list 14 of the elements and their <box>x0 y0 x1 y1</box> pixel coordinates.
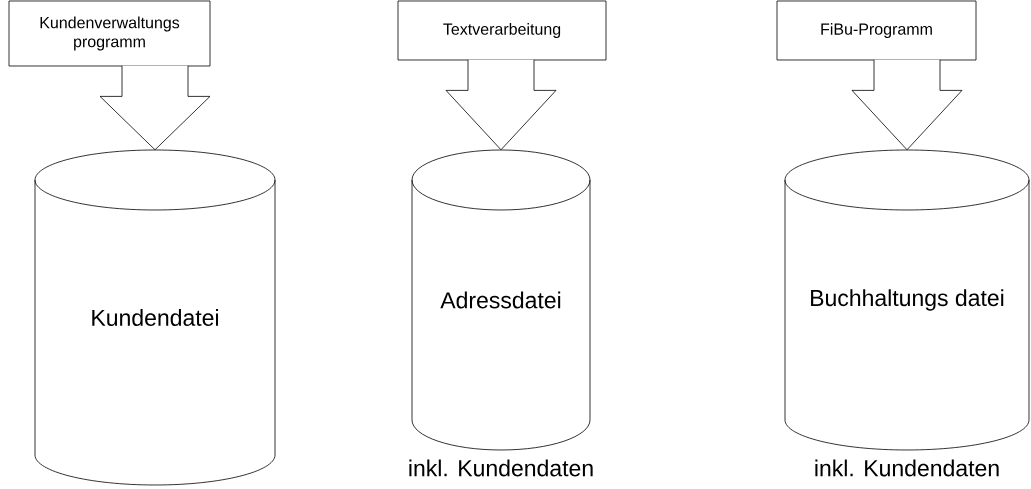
node-label: Adressdatei <box>440 291 561 309</box>
block-arrow <box>99 65 211 151</box>
block-arrow <box>851 59 963 151</box>
cylinder: Adressdatei <box>411 149 591 451</box>
cylinder-caption: inkl. Kundendaten <box>409 459 593 477</box>
node-label: Kundendatei <box>92 309 219 326</box>
cylinder: Kundendatei <box>34 149 276 486</box>
callout-box: Kundenverwaltungs programm <box>8 0 211 67</box>
block-arrow <box>445 59 557 151</box>
callout-box: FiBu-Programm <box>776 0 977 61</box>
node-label: Buchhaltungs datei <box>811 289 1004 311</box>
cylinder: Buchhaltungs datei <box>784 149 1030 451</box>
callout-box: Textverarbeitung <box>397 0 607 61</box>
cylinder-caption: inkl. Kundendaten <box>815 459 999 477</box>
